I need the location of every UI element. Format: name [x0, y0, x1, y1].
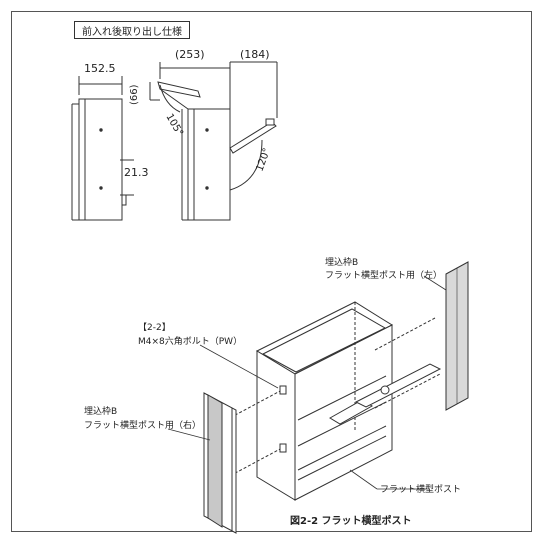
- embed-frame-left: [445, 261, 469, 411]
- diagram-frame: [11, 11, 532, 532]
- dim-253: (253): [175, 48, 205, 61]
- spec-title-box: 前入れ後取り出し仕様: [74, 21, 190, 39]
- dim-184: (184): [240, 48, 270, 61]
- spec-title: 前入れ後取り出し仕様: [82, 26, 182, 38]
- label-left-frame-2: フラット横型ポスト用（左）: [325, 269, 442, 281]
- label-bolt-1: 【2-2】: [138, 322, 171, 333]
- figure-caption: 図2-2 フラット横型ポスト: [290, 514, 412, 527]
- label-post: フラット横型ポスト: [380, 483, 461, 495]
- angle-120: 120°: [254, 147, 273, 173]
- embed-frame-right: [203, 392, 237, 534]
- dim-21-3: 21.3: [124, 166, 149, 179]
- dim-66: (66): [129, 84, 140, 105]
- side-view-open: [149, 61, 278, 221]
- label-right-frame-2: フラット横型ポスト用（右）: [84, 419, 201, 431]
- label-right-frame-1: 埋込枠B: [84, 405, 117, 417]
- flat-post-box: [255, 301, 442, 501]
- label-left-frame-1: 埋込枠B: [325, 256, 358, 268]
- dim-152-5: 152.5: [84, 62, 116, 75]
- side-view-left: [71, 76, 134, 221]
- leader-lines: [167, 275, 447, 490]
- label-bolt-2: M4×8六角ボルト（PW）: [138, 335, 242, 347]
